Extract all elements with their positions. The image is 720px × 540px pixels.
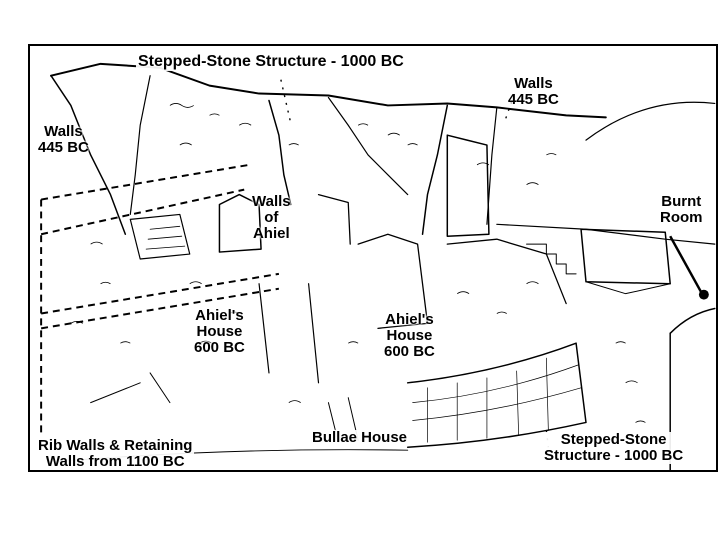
label-walls-of-ahiel-line1: Walls — [252, 193, 291, 210]
label-walls-left-line1: Walls — [44, 123, 83, 140]
label-ahiels-house-right-line2: House — [386, 326, 433, 344]
label-stepped-stone-top-text: Stepped-Stone Structure - 1000 BC — [136, 53, 406, 71]
label-burnt-room-line1: Burnt — [661, 193, 702, 210]
label-rib-walls: Rib Walls & Retaining Walls from 1100 BC — [36, 437, 195, 470]
label-rib-walls-line2: Walls from 1100 BC — [36, 453, 195, 470]
label-walls-left-line2: 445 BC — [38, 138, 89, 156]
label-ahiels-house-right-line3: 600 BC — [384, 342, 435, 360]
label-ahiels-house-left-line3: 600 BC — [194, 338, 245, 356]
label-walls-of-ahiel: Walls of Ahiel — [252, 194, 291, 241]
label-walls-of-ahiel-line2: of — [264, 208, 279, 226]
label-burnt-room: Burnt Room — [660, 194, 703, 226]
label-ahiels-house-right-line1: Ahiel's — [385, 311, 434, 328]
label-ahiels-house-left: Ahiel's House 600 BC — [194, 308, 245, 355]
label-burnt-room-line2: Room — [660, 208, 703, 226]
label-stepped-stone-bottom: Stepped-Stone Structure - 1000 BC — [542, 432, 686, 464]
label-bullae-house: Bullae House — [310, 429, 410, 446]
label-walls-of-ahiel-line3: Ahiel — [252, 224, 290, 242]
label-walls-left: Walls 445 BC — [38, 124, 89, 156]
label-walls-right-line1: Walls — [514, 75, 553, 92]
label-rib-walls-line1: Rib Walls & Retaining — [36, 437, 195, 454]
excavation-diagram-frame: Stepped-Stone Structure - 1000 BC Walls … — [28, 44, 718, 472]
label-walls-right: Walls 445 BC — [508, 76, 559, 108]
excavation-sketch — [40, 62, 716, 470]
label-ahiels-house-left-line1: Ahiel's — [195, 307, 244, 324]
label-ahiels-house-right: Ahiel's House 600 BC — [384, 312, 435, 359]
label-stepped-stone-top: Stepped-Stone Structure - 1000 BC — [136, 53, 406, 71]
label-walls-right-line2: 445 BC — [508, 90, 559, 108]
label-ahiels-house-left-line2: House — [196, 322, 243, 340]
label-stepped-stone-bottom-line2: Structure - 1000 BC — [542, 446, 686, 464]
label-stepped-stone-bottom-line1: Stepped-Stone — [542, 432, 686, 448]
label-bullae-house-text: Bullae House — [310, 429, 410, 446]
